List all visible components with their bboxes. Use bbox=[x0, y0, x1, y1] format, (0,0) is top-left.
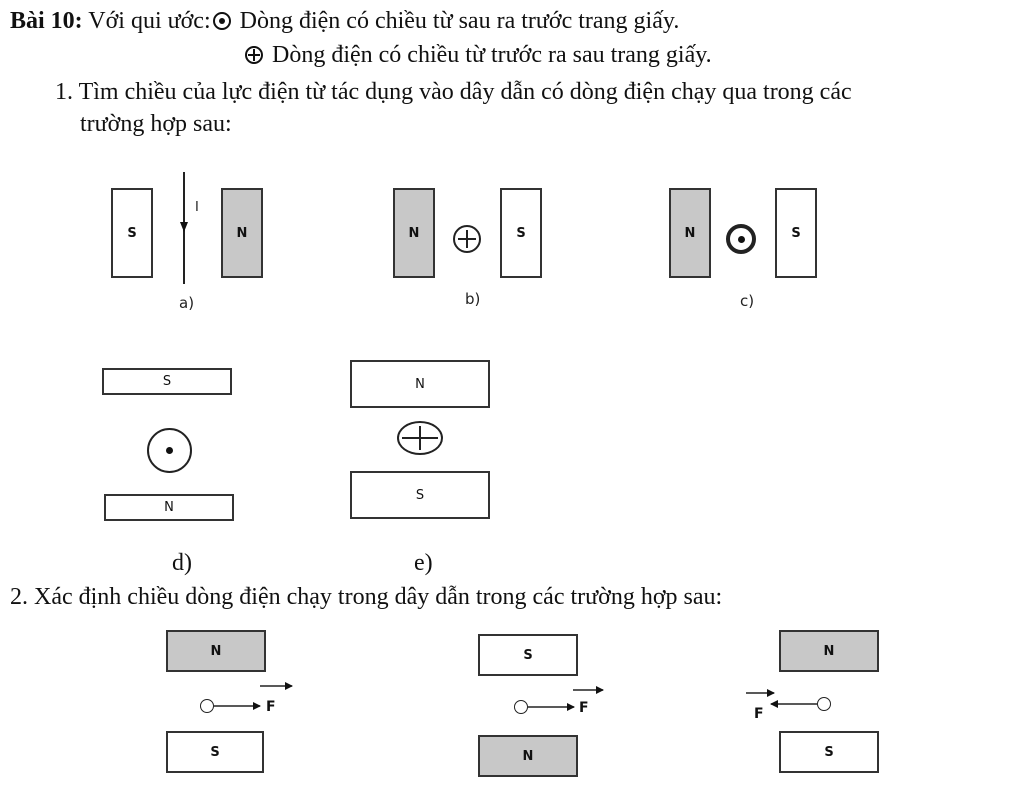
fig-d-south-magnet: S bbox=[102, 368, 232, 395]
fig-b-caption: b) bbox=[465, 290, 481, 308]
fig-c-south-magnet: S bbox=[775, 188, 817, 278]
convention-out-text: Dòng điện có chiều từ sau ra trước trang… bbox=[239, 8, 680, 34]
fig2-1-wire-icon bbox=[200, 699, 214, 713]
task2-text: 2. Xác định chiều dòng điện chạy trong d… bbox=[10, 584, 723, 610]
fig2-3-force-label: F bbox=[754, 706, 764, 722]
fig-e-wire-into-page-icon bbox=[397, 421, 443, 455]
header-line-2: Dòng điện có chiều từ trước ra sau trang… bbox=[243, 42, 712, 70]
fig2-2-south-magnet: S bbox=[478, 634, 578, 676]
current-out-of-page-icon bbox=[212, 12, 231, 30]
intro-text: Với qui ước: bbox=[88, 8, 211, 34]
fig2-2-force-label: F bbox=[579, 700, 589, 716]
fig-a-current-arrow-icon bbox=[180, 222, 188, 232]
fig-b-south-magnet: S bbox=[500, 188, 542, 278]
fig2-3-south-magnet: S bbox=[779, 731, 879, 773]
fig-c-north-magnet: N bbox=[669, 188, 711, 278]
fig2-2-wire-icon bbox=[514, 700, 528, 714]
fig2-1-force-label: F bbox=[266, 699, 276, 715]
fig-b-wire-into-page-icon bbox=[453, 225, 481, 253]
fig-a-north-magnet: N bbox=[221, 188, 263, 278]
task1-line-1: 1. Tìm chiều của lực điện từ tác dụng và… bbox=[55, 79, 852, 105]
fig-d-wire-out-of-page-icon bbox=[147, 428, 192, 473]
fig2-3-north-magnet: N bbox=[779, 630, 879, 672]
fig-a-current-label: I bbox=[195, 200, 199, 215]
fig-c-caption: c) bbox=[740, 292, 755, 310]
fig-a-south-magnet: S bbox=[111, 188, 153, 278]
current-into-page-icon bbox=[245, 46, 263, 64]
fig2-1-north-magnet: N bbox=[166, 630, 266, 672]
fig2-2-north-magnet: N bbox=[478, 735, 578, 777]
fig-e-south-magnet: S bbox=[350, 471, 490, 519]
fig-d-caption: d) bbox=[172, 550, 192, 576]
fig-c-wire-out-of-page-icon bbox=[726, 224, 756, 254]
fig2-1-south-magnet: S bbox=[166, 731, 264, 773]
exercise-number: Bài 10: bbox=[10, 8, 83, 34]
fig-e-caption: e) bbox=[414, 550, 433, 576]
fig-a-caption: a) bbox=[179, 294, 195, 312]
convention-in-text: Dòng điện có chiều từ trước ra sau trang… bbox=[272, 42, 712, 68]
fig-d-north-magnet: N bbox=[104, 494, 234, 521]
fig-b-north-magnet: N bbox=[393, 188, 435, 278]
task1-line-2: trường hợp sau: bbox=[80, 111, 232, 137]
header-line-1: Bài 10: Với qui ước: Dòng điện có chiều … bbox=[10, 8, 679, 36]
fig2-3-wire-icon bbox=[817, 697, 831, 711]
fig-e-north-magnet: N bbox=[350, 360, 490, 408]
